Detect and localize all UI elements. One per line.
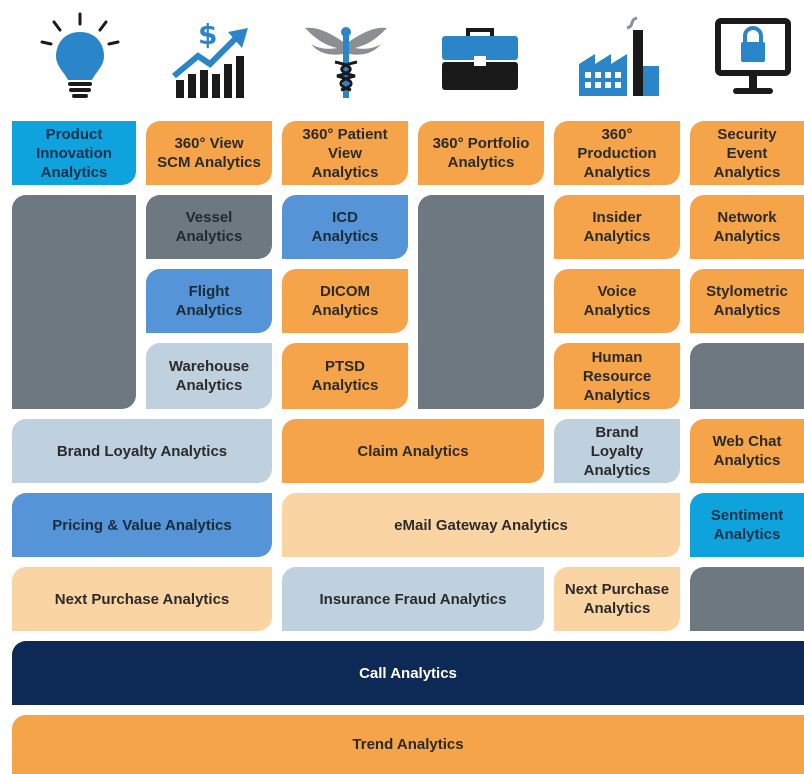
gray-block-right-1 <box>690 343 804 409</box>
scm-360-view-analytics: 360° View SCM Analytics <box>146 121 272 185</box>
pricing-value-analytics: Pricing & Value Analytics <box>12 493 272 557</box>
product-innovation-analytics: Product Innovation Analytics <box>12 121 136 185</box>
human-resource-analytics: Human Resource Analytics <box>554 343 680 409</box>
email-gateway-analytics: eMail Gateway Analytics <box>282 493 680 557</box>
dicom-analytics: DICOM Analytics <box>282 269 408 333</box>
gray-block-left <box>12 195 136 409</box>
lightbulb-icon <box>38 12 122 102</box>
web-chat-analytics: Web Chat Analytics <box>690 419 804 483</box>
brand-loyalty-analytics-small: Brand Loyalty Analytics <box>554 419 680 483</box>
stylometric-analytics: Stylometric Analytics <box>690 269 804 333</box>
gray-block-middle <box>418 195 544 409</box>
briefcase-icon <box>440 24 520 94</box>
patient-360-view-analytics: 360° Patient View Analytics <box>282 121 408 185</box>
claim-analytics: Claim Analytics <box>282 419 544 483</box>
flight-analytics: Flight Analytics <box>146 269 272 333</box>
warehouse-analytics: Warehouse Analytics <box>146 343 272 409</box>
growth-chart-dollar-icon: $ <box>170 14 256 100</box>
next-purchase-analytics-small: Next Purchase Analytics <box>554 567 680 631</box>
caduceus-icon <box>303 14 389 100</box>
svg-text:$: $ <box>198 18 217 51</box>
voice-analytics: Voice Analytics <box>554 269 680 333</box>
factory-icon <box>575 14 661 98</box>
portfolio-360-analytics: 360° Portfolio Analytics <box>418 121 544 185</box>
next-purchase-analytics-wide: Next Purchase Analytics <box>12 567 272 631</box>
security-event-analytics: Security Event Analytics <box>690 121 804 185</box>
call-analytics: Call Analytics <box>12 641 804 705</box>
network-analytics: Network Analytics <box>690 195 804 259</box>
secure-monitor-icon <box>713 16 793 100</box>
vessel-analytics: Vessel Analytics <box>146 195 272 259</box>
insurance-fraud-analytics: Insurance Fraud Analytics <box>282 567 544 631</box>
sentiment-analytics: Sentiment Analytics <box>690 493 804 557</box>
insider-analytics: Insider Analytics <box>554 195 680 259</box>
brand-loyalty-analytics-wide: Brand Loyalty Analytics <box>12 419 272 483</box>
production-360-analytics: 360° Production Analytics <box>554 121 680 185</box>
gray-block-right-2 <box>690 567 804 631</box>
icd-analytics: ICD Analytics <box>282 195 408 259</box>
trend-analytics: Trend Analytics <box>12 715 804 774</box>
ptsd-analytics: PTSD Analytics <box>282 343 408 409</box>
